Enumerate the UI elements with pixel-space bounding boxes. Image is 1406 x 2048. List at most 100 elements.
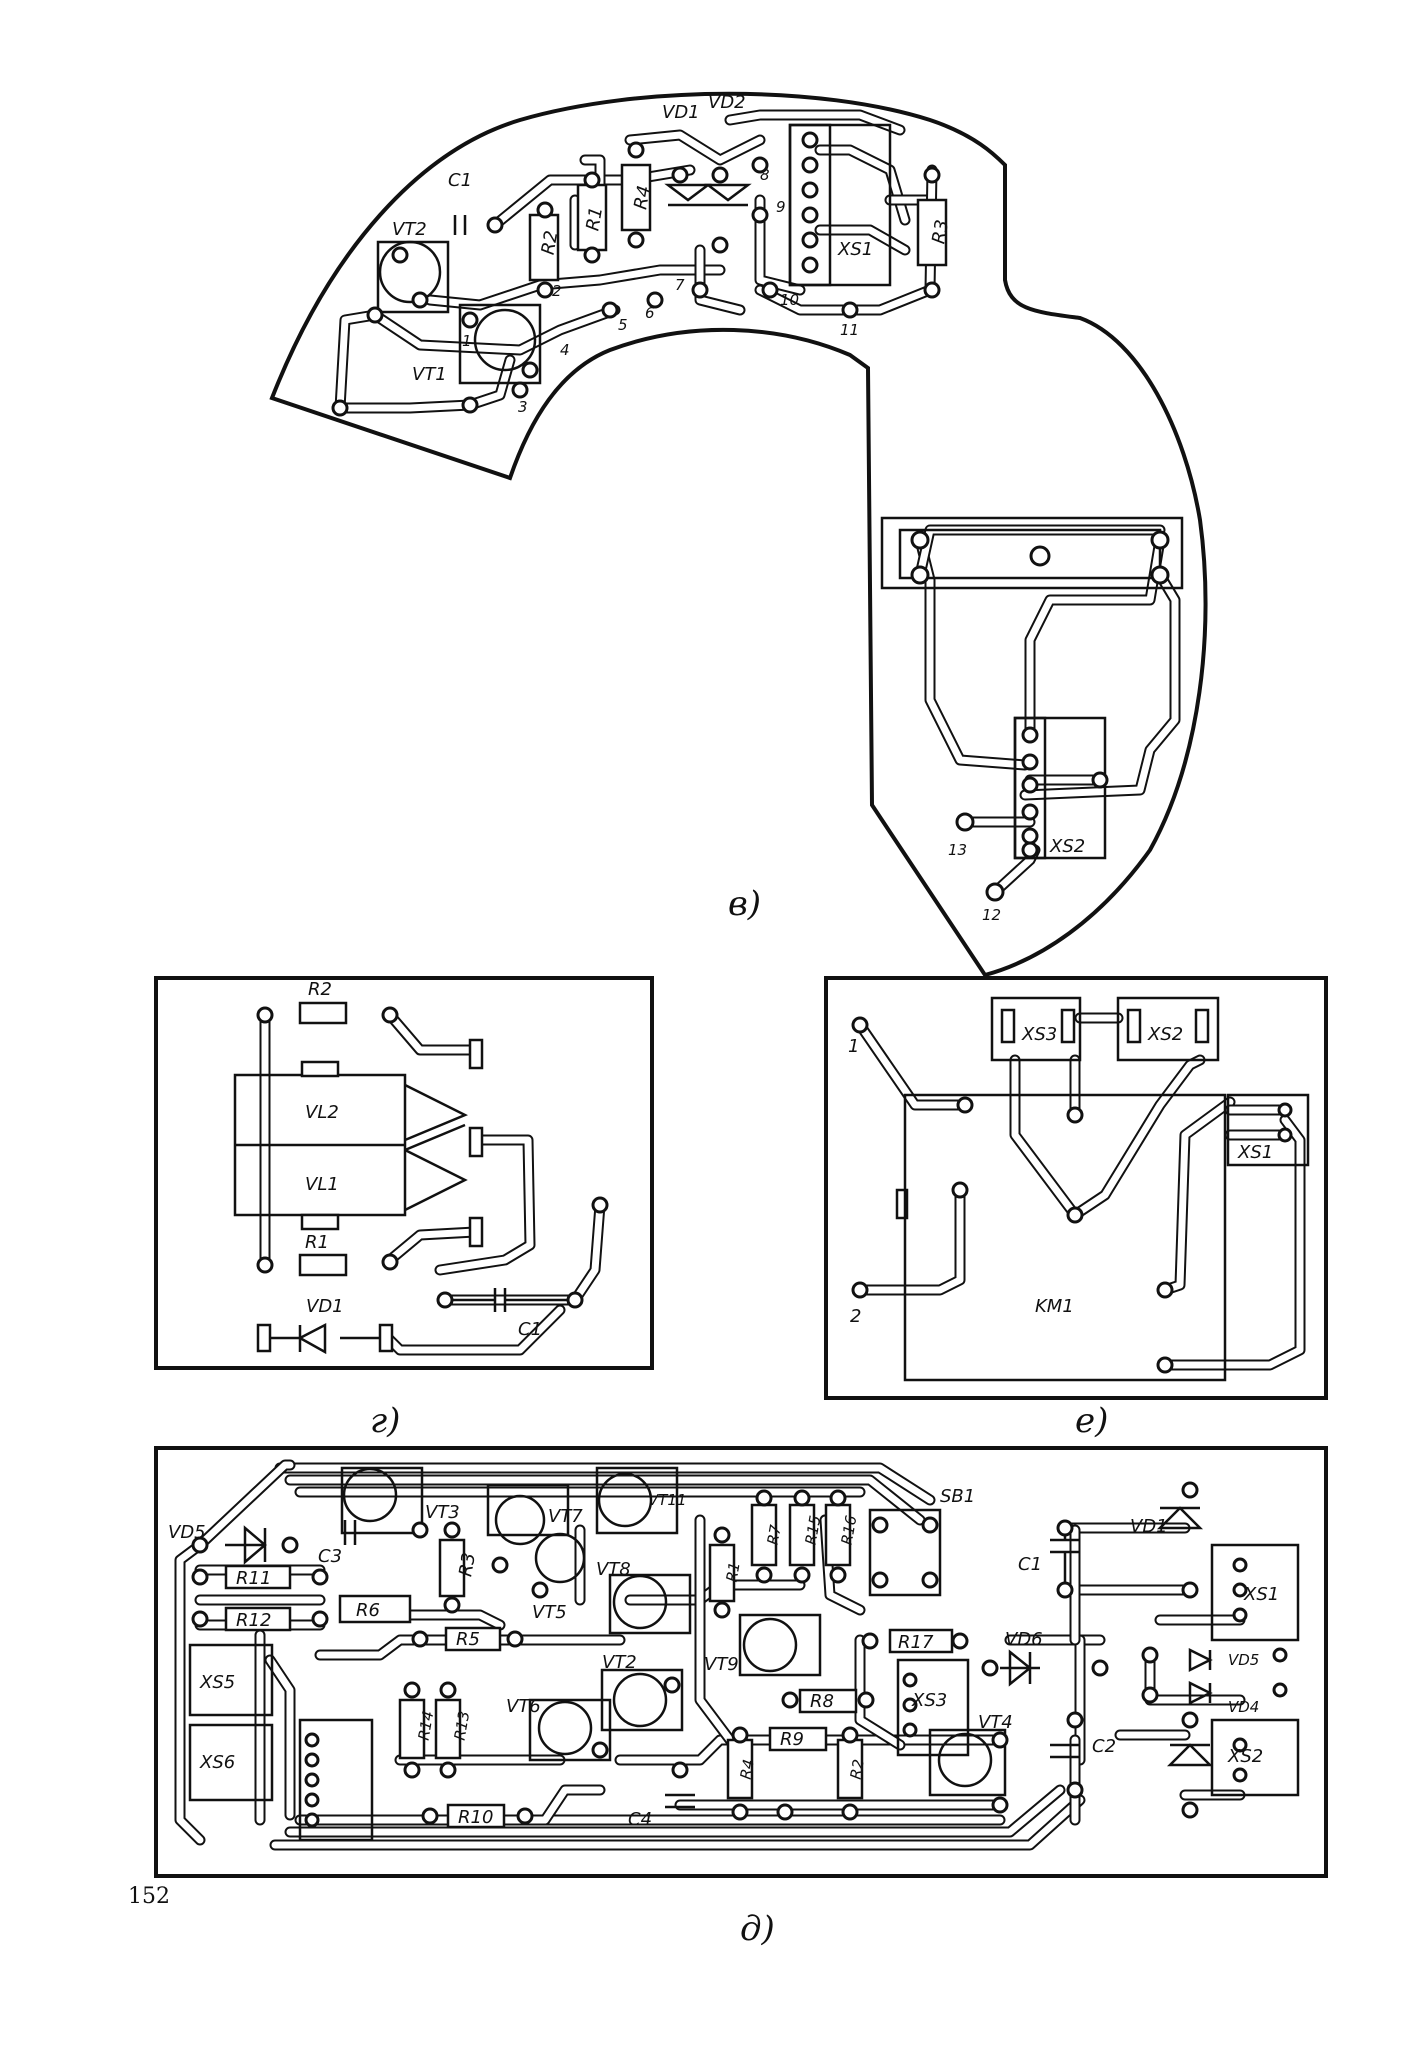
vt6-transistor [537,1700,593,1756]
panel-d-label-r7: R7 [764,1523,785,1546]
panel-e-label-km1: KM1 [1035,1296,1074,1317]
panel-v-pin-12: 12 [982,906,1001,924]
panel-e-pin-1: 1 [848,1036,859,1057]
panel-d-label-c3: C3 [318,1546,342,1567]
panel-d-label-vt4: VT4 [978,1712,1013,1733]
panel-v-pin-1: 1 [462,332,472,350]
panel-v-label-vt1: VT1 [412,364,447,385]
panel-d-label-vt11: VT11 [648,1491,687,1509]
vt10-transistor [612,1672,668,1728]
vd5-diode-left [225,1525,267,1565]
c2-capacitor [1050,1743,1080,1759]
panel-d-label-r17: R17 [898,1632,934,1653]
xs3-connector [896,1658,970,1757]
panel-e-board: XS3 XS2 XS1 KM1 1 2 е) [824,976,1328,1441]
panel-d-label-vt9: VT9 [704,1654,739,1675]
vd5-diode-right [1188,1647,1213,1673]
panel-d-label-r8: R8 [810,1691,834,1712]
panel-d-label-r9: R9 [780,1729,804,1750]
c1-capacitor [453,215,467,235]
connector-block-left [298,1718,374,1842]
xs1-connector [1210,1543,1300,1642]
panel-d-components [188,1466,1300,1842]
panel-d-label-r1: R1 [723,1561,744,1584]
panel-v-board: VD1 VD2 C1 VT2 R2 R1 R4 XS1 R3 VT1 XS2 1… [269,91,1208,978]
vd1-diode [270,1322,380,1355]
panel-d-label-xs3: XS3 [911,1690,947,1711]
panel-v-label-xs2: XS2 [1049,836,1085,857]
r14-resistor [398,1698,426,1760]
c1-capacitor [445,1288,575,1312]
panel-d-label-r5: R5 [456,1629,480,1650]
panel-d-label-vd4: VD4 [1228,1698,1259,1716]
r3-resistor [438,1538,466,1598]
panel-v-label-vd1: VD1 [662,102,700,123]
panel-v-pin-8: 8 [760,166,770,184]
vt5-transistor [534,1532,586,1584]
panel-e-label-xs1: XS1 [1237,1142,1273,1163]
xs2-connector [1116,996,1220,1062]
panel-d-label-vd5-right: VD5 [1228,1651,1259,1669]
xs5-connector [188,1643,274,1717]
panel-v-pin-13: 13 [948,841,967,859]
panel-d-board: VD5 VT3 VT7 VT11 SB1 C1 VD1 C3 R3 VT8 R1… [154,1446,1328,1949]
panel-v-pin-5: 5 [618,316,628,334]
xs6-connector [188,1723,274,1802]
panel-v-pin-4: 4 [560,341,570,359]
panel-v-label-vt2: VT2 [392,219,427,240]
c3-capacitor [343,1520,357,1545]
vt7-transistor [494,1494,546,1546]
panel-v-pin-6: 6 [645,304,655,322]
panel-g-label-c1: C1 [518,1319,542,1340]
r2-resistor [528,213,560,282]
panel-d-label-vd6: VD6 [1005,1629,1043,1650]
panel-d-label-vt6: VT6 [506,1696,541,1717]
panel-d-label-r15: R15 [802,1514,825,1546]
r8-resistor [798,1688,858,1714]
panel-d-label-vd1: VD1 [1130,1516,1168,1537]
panel-g-label-r2: R2 [308,979,332,1000]
panel-v-label-r1: R1 [582,205,607,232]
panel-d-label-vt3: VT3 [425,1502,460,1523]
panel-g-label-vl2: VL2 [305,1102,339,1123]
panel-d-label-r14: R14 [415,1710,438,1742]
panel-e-traces [854,1012,1306,1371]
panel-g-label-r1: R1 [305,1232,329,1253]
panel-g-board: R2 VL2 VL1 R1 VD1 C1 г) [154,976,654,1441]
panel-v-pin-3: 3 [518,398,528,416]
r11-resistor [224,1564,292,1590]
panel-v-pin-10: 10 [780,291,799,309]
r1-resistor [708,1543,736,1603]
vl-lead-wires [404,1083,469,1212]
panel-v-label-r3: R3 [928,218,953,245]
panel-v-pin-9: 9 [776,198,786,216]
panel-d-label-xs6: XS6 [199,1752,235,1773]
r4-resistor [620,163,652,232]
panel-v-pads [331,131,1170,902]
panel-v-label-r2: R2 [538,229,563,256]
vd1-diode [664,183,712,207]
panel-v-components [376,123,1184,860]
panel-g-caption: г) [370,1401,400,1441]
r13-resistor [434,1698,462,1760]
panel-d-label-r2: R2 [847,1758,868,1781]
panel-v-label-r4: R4 [630,184,655,211]
panel-d-label-r3: R3 [455,1551,480,1578]
xs2-connector [1210,1718,1300,1797]
vt1-outline [458,303,542,385]
panel-v-caption: в) [728,884,761,924]
panel-d-pads [191,1481,1288,1828]
panel-v-label-vd2: VD2 [708,92,746,113]
panel-v-pin-7: 7 [675,276,685,294]
c1-capacitor [1050,1528,1080,1590]
panel-d-label-vt7: VT7 [548,1506,583,1527]
vt1-symbol [473,308,537,372]
panel-d-label-vt5: VT5 [532,1602,567,1623]
vd2-diode [704,183,752,207]
panel-v-label-c1: C1 [448,170,472,191]
panel-d-label-r10: R10 [458,1807,493,1828]
vt9-transistor [742,1617,798,1673]
panel-d-label-sb1: SB1 [940,1486,975,1507]
page-number: 152 [128,1884,170,1909]
